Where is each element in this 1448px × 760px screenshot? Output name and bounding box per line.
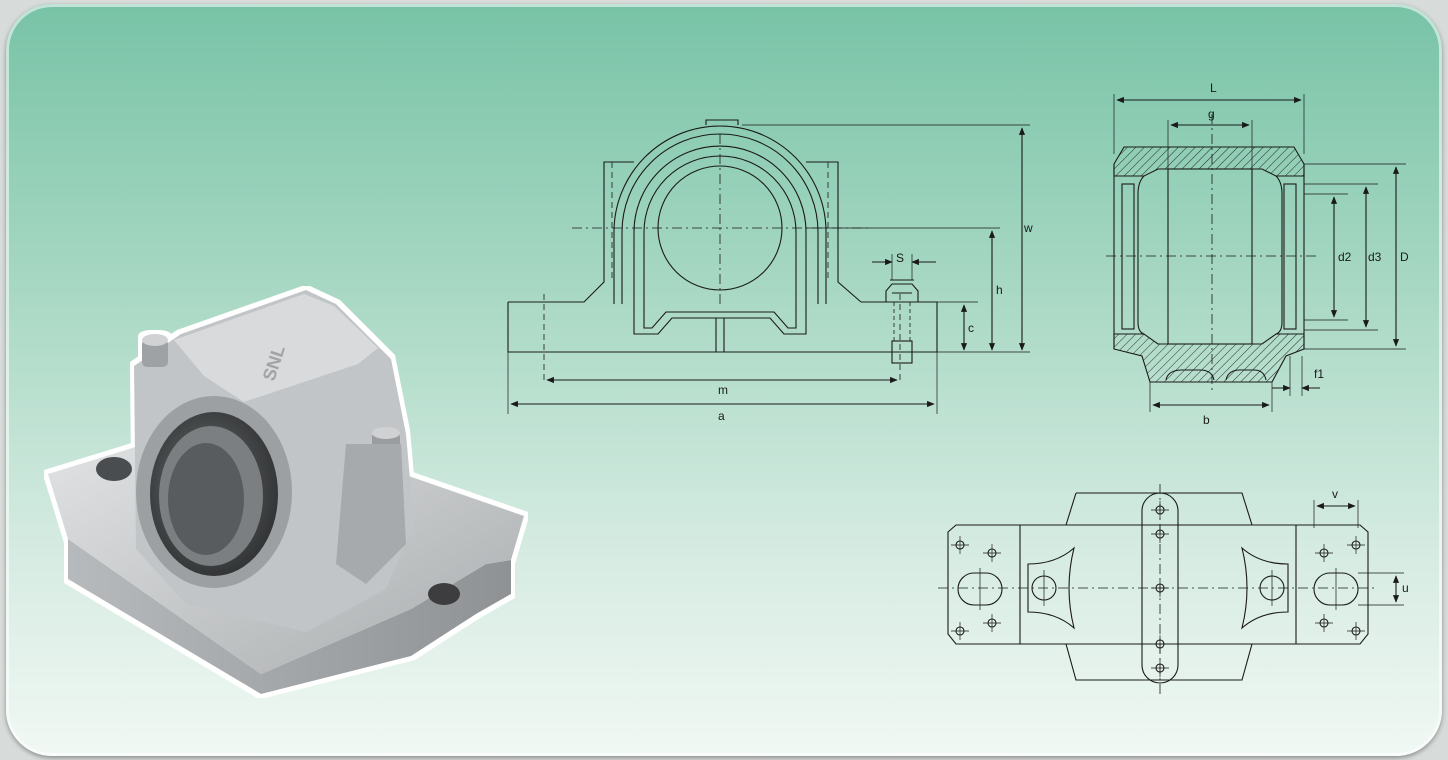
dim-label-u: u — [1402, 581, 1409, 595]
dim-label-g: g — [1208, 107, 1215, 121]
front-elevation-labels: w h c S m a — [718, 221, 1033, 423]
dim-label-d2: d2 — [1338, 250, 1352, 264]
dim-label-v: v — [1332, 487, 1338, 501]
section-view-labels: L g D d3 d2 b f1 — [1203, 81, 1409, 427]
dim-label-d: D — [1400, 250, 1409, 264]
dim-label-s: S — [896, 251, 904, 265]
dim-label-h: h — [996, 283, 1003, 297]
dim-label-w: w — [1023, 221, 1033, 235]
dim-label-a: a — [718, 409, 725, 423]
housing-photo: SNL — [48, 290, 524, 694]
dim-label-l: L — [1210, 81, 1217, 95]
dim-label-m: m — [718, 383, 728, 397]
dim-label-b: b — [1203, 413, 1210, 427]
product-panel: SNL — [6, 4, 1442, 756]
plan-view-labels: v u — [1332, 487, 1409, 595]
section-view-drawing — [1106, 94, 1406, 412]
front-elevation-drawing — [507, 119, 1030, 414]
plan-view-drawing — [938, 484, 1404, 694]
dim-label-d3: d3 — [1368, 250, 1382, 264]
dim-label-c: c — [968, 321, 974, 335]
dim-label-f1: f1 — [1314, 367, 1324, 381]
